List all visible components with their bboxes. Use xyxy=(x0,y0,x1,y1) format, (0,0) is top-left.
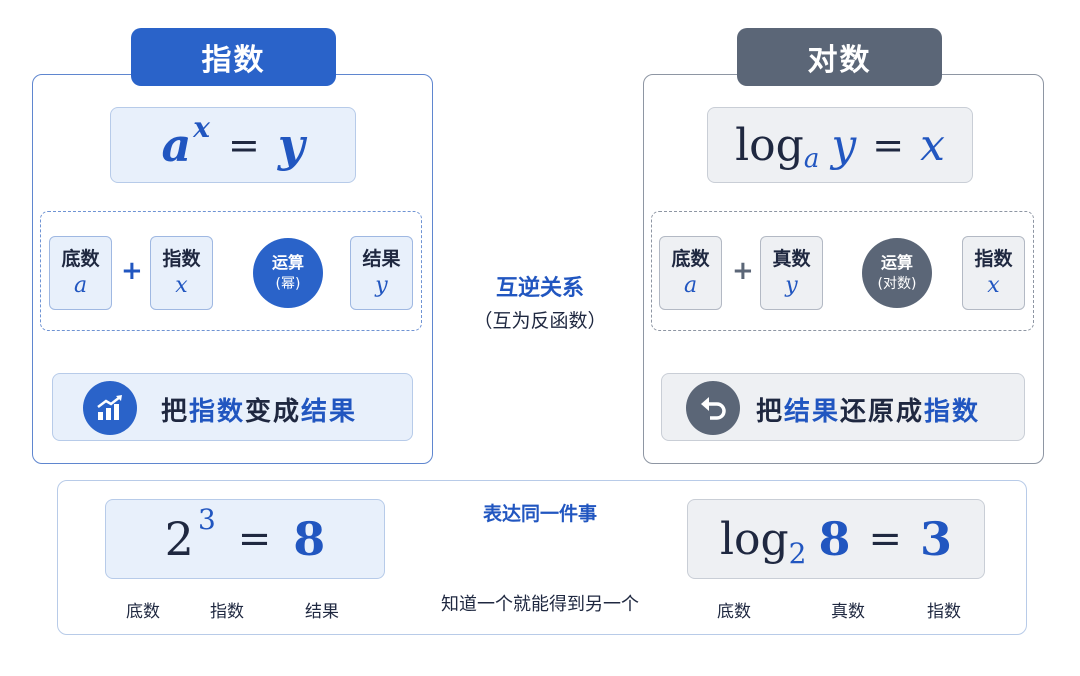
node-variable: a xyxy=(683,273,698,298)
same-meaning-label: 表达同一件事 xyxy=(482,503,597,525)
node-variable: a xyxy=(73,273,88,298)
label-exponent: 指数 xyxy=(927,602,961,622)
logarithm-result-box: 把结果还原成指数 xyxy=(661,373,1025,441)
formula-equals: = xyxy=(868,516,903,562)
formula-equals: = xyxy=(872,123,905,167)
log-symbol: log xyxy=(735,119,804,171)
log-result: 3 xyxy=(920,512,953,566)
text-part: 还原成 xyxy=(840,397,925,427)
flow-node-exponent: 指数 x xyxy=(150,236,213,310)
label-exponent: 指数 xyxy=(210,602,244,622)
undo-arrow-icon xyxy=(686,381,740,435)
log-symbol: log xyxy=(719,513,789,565)
label-base: 底数 xyxy=(717,602,751,622)
flow-node-exponent: 指数 x xyxy=(962,236,1025,310)
text-highlight: 结果 xyxy=(301,397,358,427)
log-base: 2 xyxy=(788,536,807,570)
node-label: 真数 xyxy=(772,248,811,270)
formula-exponent: x xyxy=(193,110,210,144)
log-argument: 8 xyxy=(818,512,851,566)
example-log-formula: log 2 8 = 3 xyxy=(687,499,985,579)
node-label: 指数 xyxy=(162,248,201,270)
text-part: 变成 xyxy=(245,397,302,427)
node-label: 指数 xyxy=(974,248,1013,270)
flow-node-result: 结果 y xyxy=(350,236,413,310)
text-highlight: 指数 xyxy=(924,397,981,427)
node-label: 底数 xyxy=(671,248,710,270)
label-antilog: 真数 xyxy=(831,602,865,622)
flow-node-base: 底数 a xyxy=(49,236,112,310)
logarithm-result-text: 把结果还原成指数 xyxy=(756,391,980,428)
log-result: x xyxy=(920,119,945,171)
exponent-result-box: 把指数变成结果 xyxy=(52,373,413,441)
flow-node-base: 底数 a xyxy=(659,236,722,310)
text-part: 把 xyxy=(161,397,190,427)
example-result: 8 xyxy=(293,512,326,566)
exponent-title: 指数 xyxy=(131,28,336,86)
derive-other-label: 知道一个就能得到另一个 xyxy=(441,594,639,615)
exponent-formula: a x = y xyxy=(110,107,356,183)
power-operation-circle: 运算 (幂) xyxy=(253,238,323,308)
op-sublabel: (幂) xyxy=(275,276,301,292)
exponent-result-text: 把指数变成结果 xyxy=(161,391,357,428)
label-base: 底数 xyxy=(126,602,160,622)
op-label: 运算 xyxy=(880,253,913,272)
formula-equals: = xyxy=(227,123,260,167)
flow-node-antilog: 真数 y xyxy=(760,236,823,310)
node-label: 结果 xyxy=(362,248,401,270)
formula-equals: = xyxy=(237,516,272,562)
inverse-relation-label: 互逆关系 xyxy=(495,276,584,301)
op-label: 运算 xyxy=(271,253,304,272)
plus-sign: + xyxy=(121,256,143,286)
node-label: 底数 xyxy=(61,248,100,270)
formula-base: a xyxy=(161,118,192,172)
example-base: 2 xyxy=(164,512,194,566)
example-exponent: 3 xyxy=(197,502,216,536)
text-highlight: 指数 xyxy=(189,397,246,427)
op-sublabel: (对数) xyxy=(877,276,917,292)
logarithm-title: 对数 xyxy=(737,28,942,86)
log-operation-circle: 运算 (对数) xyxy=(862,238,932,308)
logarithm-flow-box xyxy=(651,211,1034,331)
node-variable: y xyxy=(375,273,388,298)
plus-sign: + xyxy=(732,256,754,286)
node-variable: y xyxy=(785,273,798,298)
growth-chart-icon xyxy=(83,381,137,435)
example-exponent-formula: 2 3 = 8 xyxy=(105,499,385,579)
log-base: a xyxy=(803,144,820,174)
text-part: 把 xyxy=(756,397,785,427)
text-highlight: 结果 xyxy=(784,397,841,427)
inverse-function-label: （互为反函数） xyxy=(473,310,607,332)
logarithm-formula: log a y = x xyxy=(707,107,973,183)
node-variable: x xyxy=(175,273,188,298)
exponent-flow-box xyxy=(40,211,422,331)
node-variable: x xyxy=(987,273,1000,298)
log-argument: y xyxy=(831,119,857,171)
label-result: 结果 xyxy=(305,602,339,622)
formula-result: y xyxy=(277,118,305,172)
